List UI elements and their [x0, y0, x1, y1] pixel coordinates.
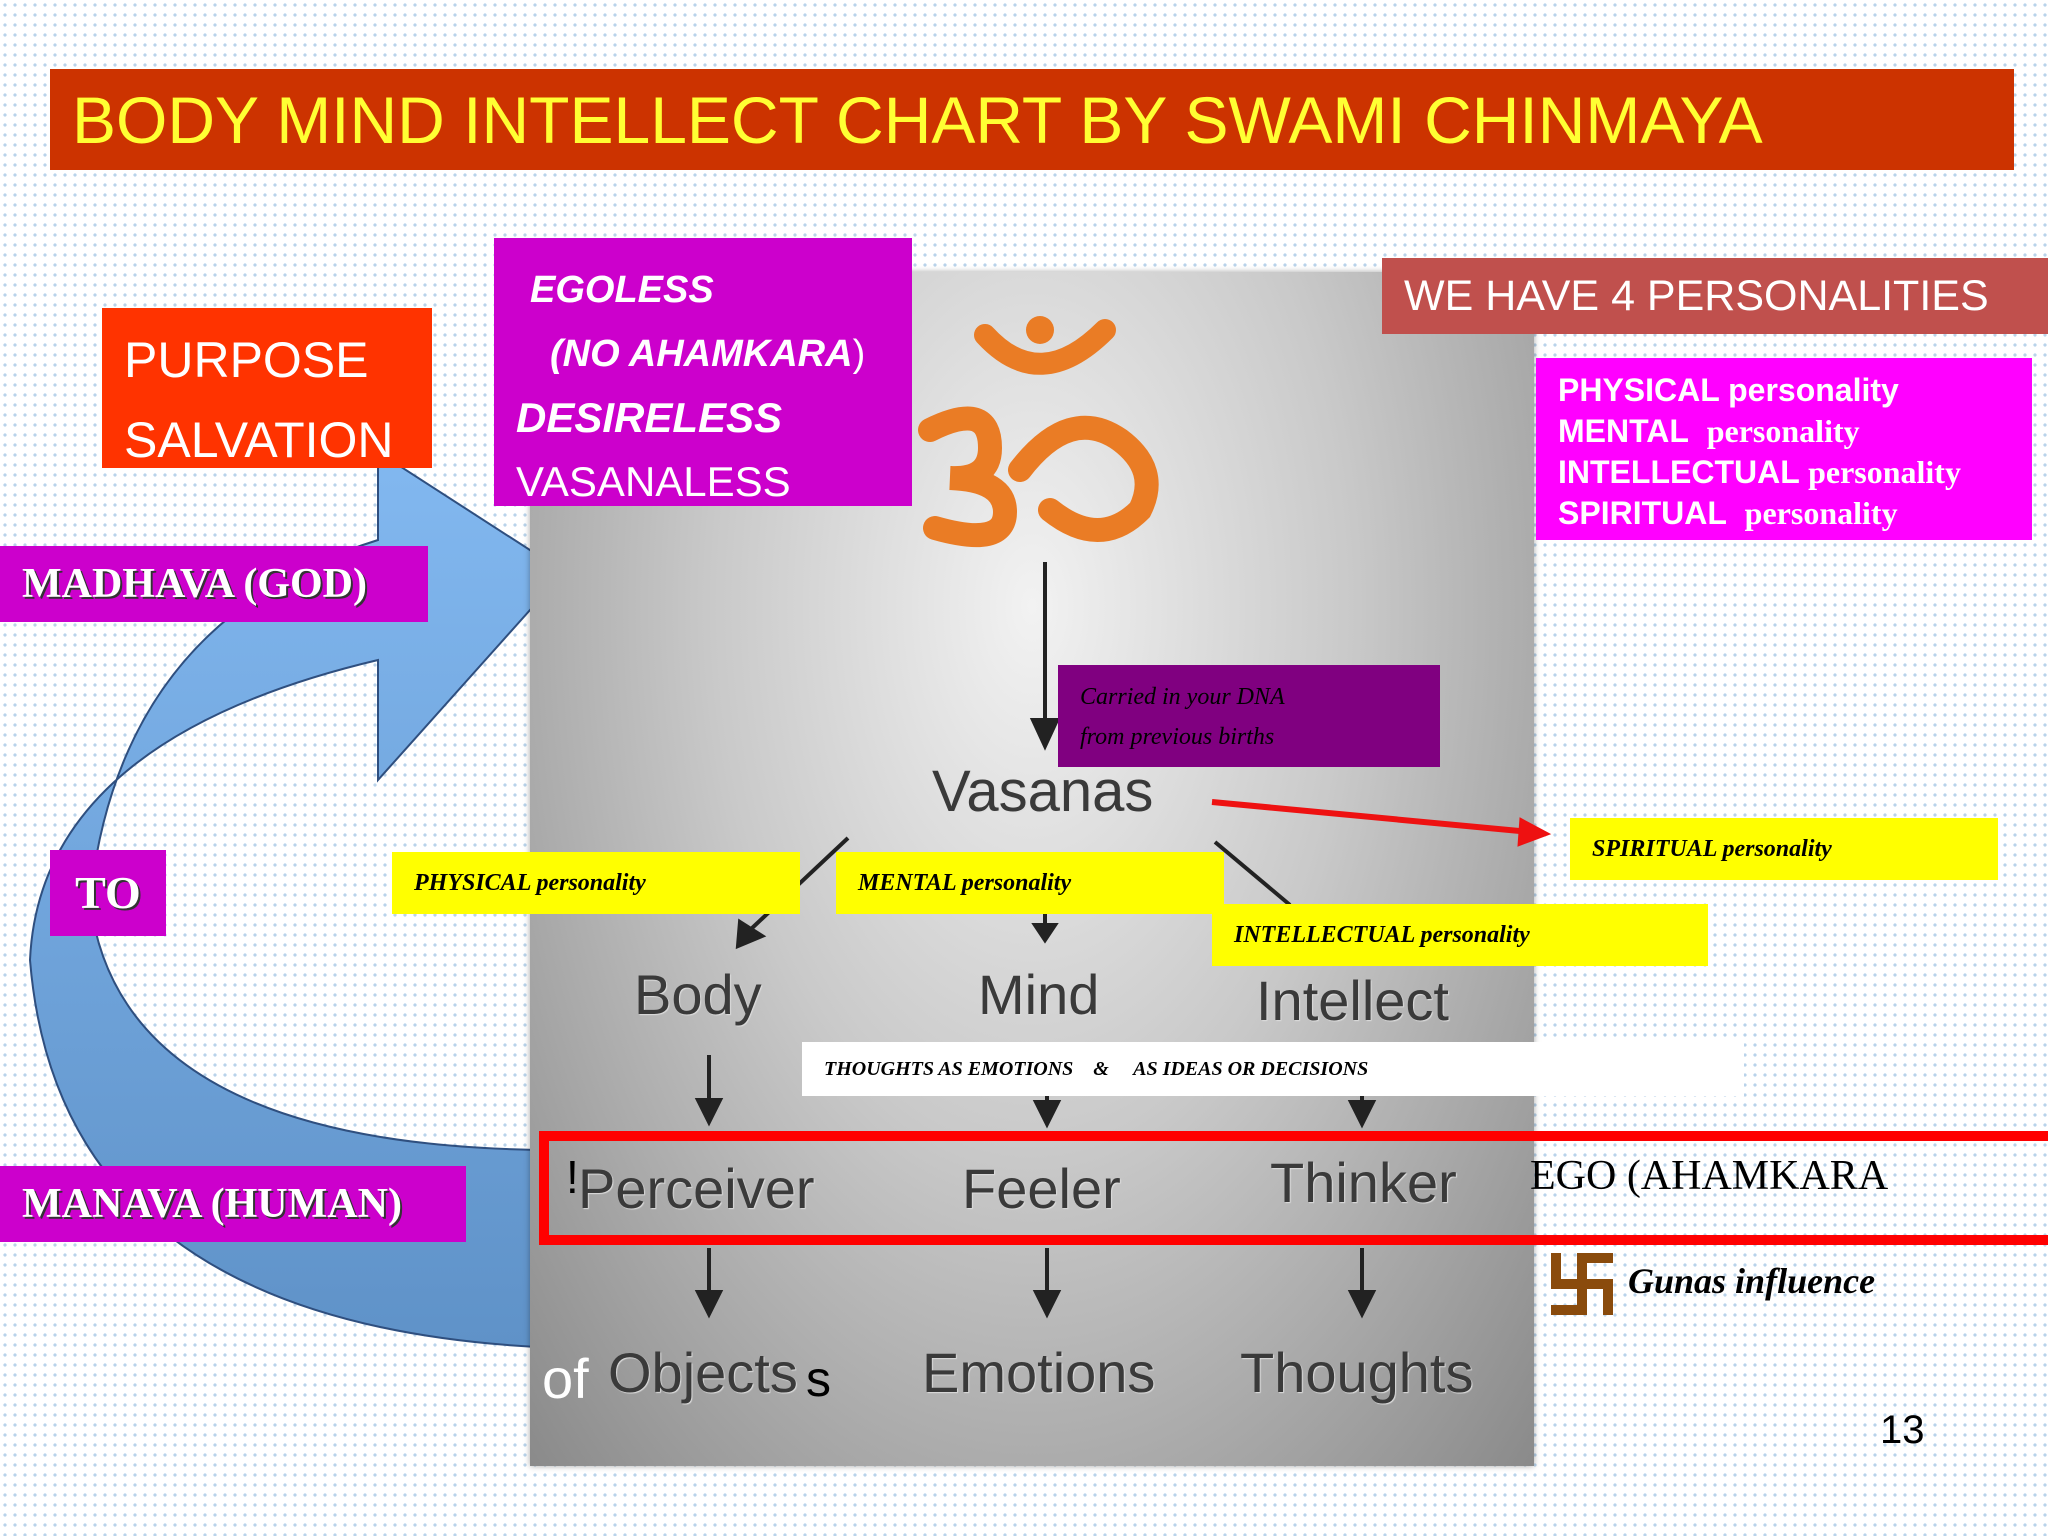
vasanaless-line: VASANALESS [516, 458, 791, 505]
ego-ahamkara-label: EGO (AHAMKARA [1530, 1153, 1889, 1199]
no-ahamkara-paren: ) [852, 333, 866, 375]
we-have-four-personalities: WE HAVE 4 PERSONALITIES [1382, 258, 2048, 334]
perceiver-label: Perceiver [578, 1157, 815, 1220]
personality-intellectual: INTELLECTUAL personality [1558, 452, 2010, 493]
objects-label: Objects [608, 1341, 798, 1404]
dna-box: Carried in your DNA from previous births [1058, 665, 1440, 767]
mind-label: Mind [978, 963, 1100, 1026]
vasanas-label: Vasanas [932, 759, 1154, 824]
feeler-label: Feeler [962, 1157, 1121, 1220]
personality-word: personality [1744, 495, 1898, 531]
thoughts-label: Thoughts [1240, 1341, 1474, 1404]
personality-name: INTELLECTUAL [1558, 454, 1800, 490]
body-label: Body [634, 963, 762, 1026]
exclamation-mark: ! [566, 1151, 579, 1203]
personality-physical: PHYSICAL personality [1558, 370, 2010, 411]
yellow-physical-label: PHYSICAL personality [392, 852, 800, 914]
personality-mental: MENTAL personality [1558, 411, 2010, 452]
swastika-icon [1551, 1253, 1613, 1315]
thoughts-line: THOUGHTS AS EMOTIONS & AS IDEAS OR DECIS… [802, 1042, 1744, 1096]
personality-word: personality [1728, 372, 1899, 408]
yellow-mental-label: MENTAL personality [836, 852, 1224, 914]
ego-highlight-box [539, 1131, 2048, 1245]
desireless-line: DESIRELESS [516, 394, 783, 441]
page-title: BODY MIND INTELLECT CHART BY SWAMI CHINM… [72, 83, 1763, 157]
personality-name: PHYSICAL [1558, 372, 1720, 408]
title-bar [50, 69, 2014, 170]
emotions-label: Emotions [922, 1341, 1156, 1404]
thinker-label: Thinker [1270, 1151, 1457, 1214]
dna-line-2: from previous births [1080, 724, 1275, 750]
om-symbol-icon [918, 316, 1159, 548]
no-ahamkara-text: (NO AHAMKARA [550, 333, 853, 375]
s-text: s [806, 1351, 831, 1407]
egoless-line: EGOLESS [530, 269, 714, 311]
of-text: of [542, 1347, 589, 1410]
personality-name: SPIRITUAL [1558, 495, 1727, 531]
egoless-box: EGOLESS (NO AHAMKARA) DESIRELESS VASANAL… [494, 238, 912, 506]
madhava-label: MADHAVA (GOD) [0, 546, 428, 622]
manava-label: MANAVA (HUMAN) [0, 1166, 466, 1242]
to-label: TO [50, 850, 166, 936]
yellow-intellectual-label: INTELLECTUAL personality [1212, 904, 1708, 966]
dna-line-1: Carried in your DNA [1080, 684, 1285, 710]
personality-name: MENTAL [1558, 413, 1689, 449]
gunas-influence-label: Gunas influence [1628, 1261, 1876, 1301]
intellect-label: Intellect [1256, 969, 1449, 1032]
yellow-spiritual-label: SPIRITUAL personality [1570, 818, 1998, 880]
personality-spiritual: SPIRITUAL personality [1558, 493, 2010, 534]
personalities-list: PHYSICAL personality MENTAL personality … [1536, 358, 2032, 540]
personality-word: personality [1706, 413, 1860, 449]
page-number: 13 [1880, 1408, 1925, 1452]
red-arrow [1211, 799, 1552, 847]
purpose-line-1: PURPOSE [124, 332, 369, 388]
personality-word: personality [1808, 454, 1961, 490]
purpose-box: PURPOSE SALVATION [102, 308, 432, 468]
no-ahamkara-line: (NO AHAMKARA) [516, 322, 890, 386]
purpose-line-2: SALVATION [124, 412, 394, 468]
